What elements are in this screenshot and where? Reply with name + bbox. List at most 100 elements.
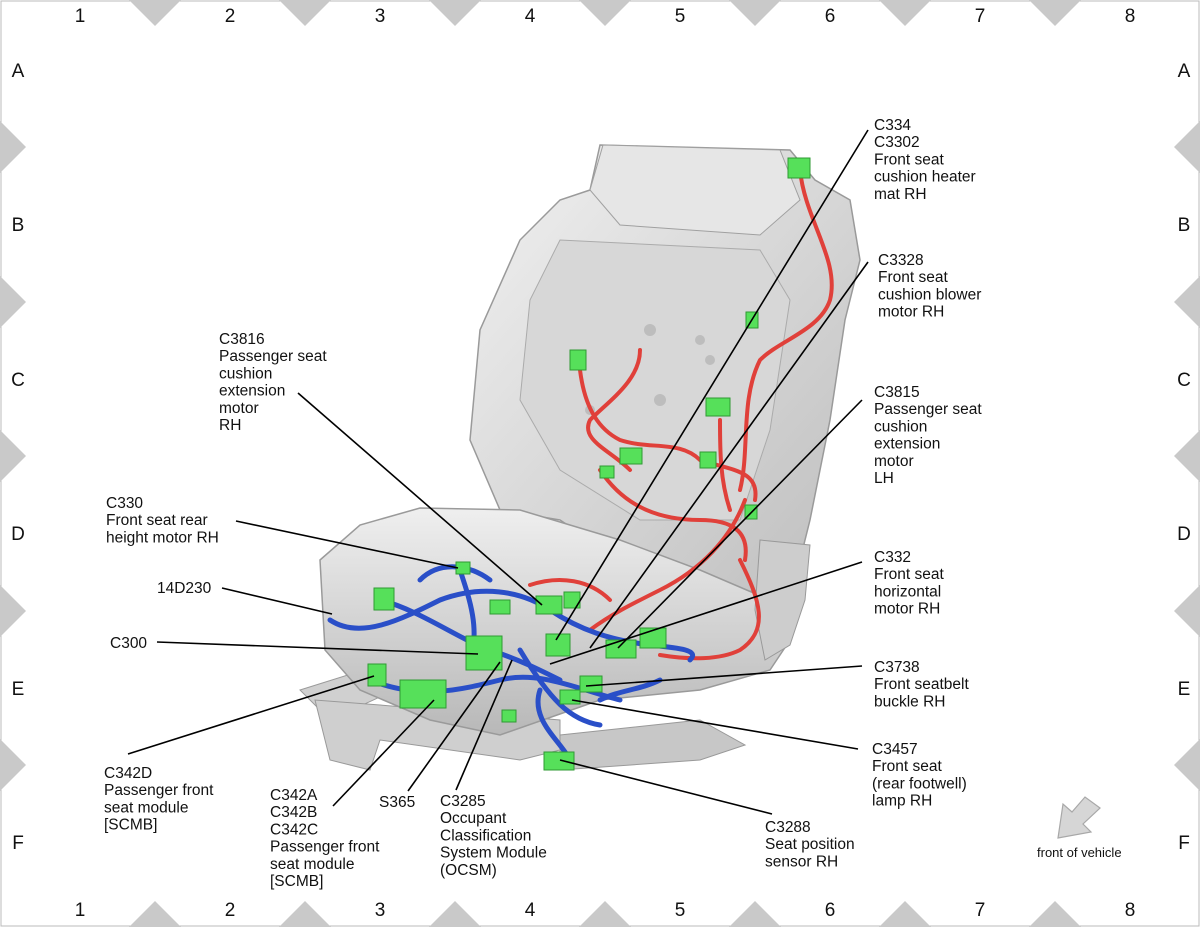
seat-side-bolster [754, 539, 811, 661]
grid-column-label: 5 [675, 6, 686, 27]
grid-column-label: 7 [975, 6, 986, 27]
callout-line: (OCSM) [440, 862, 497, 879]
callout-line: Classification [440, 827, 531, 844]
grid-marker [1029, 0, 1081, 26]
grid-marker [1174, 739, 1200, 791]
callout-line: [SCMB] [270, 873, 323, 890]
grid-marker [429, 0, 481, 26]
callout-line: buckle RH [874, 693, 946, 710]
grid-column-label: 5 [675, 900, 686, 921]
connector-c3288 [543, 751, 575, 771]
connector-c330 [455, 561, 471, 575]
callout-line: Front seat [874, 151, 944, 168]
callout-line: seat module [104, 799, 188, 816]
callout-line: C3738 [874, 659, 920, 676]
callout-line: C3815 [874, 384, 920, 401]
callout-line: Occupant [440, 810, 507, 827]
connector-c3457 [559, 689, 581, 705]
callout-line: height motor RH [106, 529, 219, 546]
callout-line: cushion [874, 418, 927, 435]
grid-marker [129, 901, 181, 927]
callout-14d230: 14D230 [157, 580, 212, 597]
callout-line: seat module [270, 856, 354, 873]
callout-line: Front seat rear [106, 512, 208, 529]
grid-column-label: 8 [1125, 6, 1136, 27]
grid-marker [579, 901, 631, 927]
connector-back-3 [619, 447, 643, 465]
callout-line: C3285 [440, 793, 486, 810]
grid-marker [279, 901, 331, 927]
callout-c300: C300 [110, 635, 147, 652]
callout-line: C3302 [874, 134, 920, 151]
grid-marker [0, 430, 26, 482]
connector-c342d [367, 663, 387, 687]
callout-line: motor [219, 400, 259, 417]
callout-line: C334 [874, 117, 911, 134]
grid-row-label: F [1178, 833, 1190, 854]
callout-line: C342B [270, 804, 317, 821]
connector-14d230 [373, 587, 395, 611]
front-of-vehicle-label: front of vehicle [1037, 845, 1122, 860]
grid-marker [0, 121, 26, 173]
callout-line: C332 [874, 549, 911, 566]
callout-line: sensor RH [765, 853, 838, 870]
seat-cushion [319, 507, 791, 736]
callout-line: Passenger seat [219, 348, 327, 365]
callout-line: Front seat [874, 566, 944, 583]
grid-column-label: 8 [1125, 900, 1136, 921]
grid-column-label: 6 [825, 6, 836, 27]
grid-row-label: F [12, 833, 24, 854]
callout-line: motor RH [878, 304, 944, 321]
grid-marker [279, 0, 331, 26]
callout-line: motor RH [874, 601, 940, 618]
grid-row-label: E [1178, 679, 1191, 700]
grid-marker [129, 0, 181, 26]
grid-marker [0, 585, 26, 637]
callout-line: S365 [379, 794, 415, 811]
grid-column-label: 6 [825, 900, 836, 921]
callout-line: C330 [106, 495, 143, 512]
connector-back-1 [569, 349, 587, 371]
front-of-vehicle-indicator: front of vehicle [1037, 796, 1122, 860]
callout-line: C3328 [878, 252, 924, 269]
grid-column-label: 1 [75, 900, 86, 921]
callout-line: C342D [104, 765, 152, 782]
connector-back-5 [599, 465, 615, 479]
seat-rail-right [559, 719, 747, 771]
grid-column-label: 1 [75, 6, 86, 27]
callout-line: cushion heater [874, 169, 976, 186]
grid-marker [729, 0, 781, 26]
grid-row-label: C [11, 370, 25, 391]
connector-cushion-1 [489, 599, 511, 615]
connector-c3816 [535, 595, 563, 615]
connector-back-4 [699, 451, 717, 469]
grid-row-label: B [1178, 215, 1191, 236]
callout-line: System Module [440, 845, 547, 862]
leader-lines [127, 129, 869, 815]
grid-marker [1174, 585, 1200, 637]
callout-line: LH [874, 470, 894, 487]
callout-line: Passenger front [104, 782, 214, 799]
grid-column-label: 3 [375, 900, 386, 921]
grid-column-label: 7 [975, 900, 986, 921]
grid-marker [0, 739, 26, 791]
callout-line: Passenger front [270, 839, 380, 856]
grid-marker [1174, 121, 1200, 173]
callout-line: horizontal [874, 583, 941, 600]
callout-line: RH [219, 417, 241, 434]
